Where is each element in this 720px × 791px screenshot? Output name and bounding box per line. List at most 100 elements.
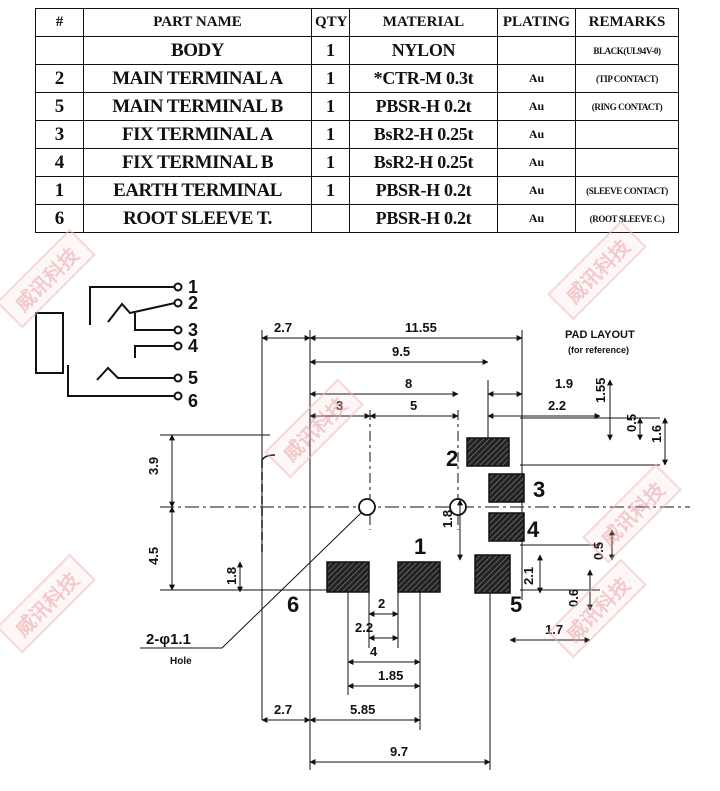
ring-contact-line: [96, 366, 175, 381]
pad-2: [466, 437, 510, 467]
dimension-lines: [169, 335, 668, 765]
row-plating: Au: [497, 204, 576, 233]
pin-label: 6: [188, 391, 198, 411]
hole-label: 2-φ1.1: [146, 631, 191, 648]
dim-1-8-mid: 1.8: [440, 510, 455, 528]
row-material: *CTR-M 0.3t: [349, 64, 498, 93]
dim-4: 4: [370, 644, 378, 659]
dim-9-5: 9.5: [392, 344, 410, 359]
dim-2-1: 2.1: [521, 567, 536, 585]
dim-2-7-top: 2.7: [274, 320, 292, 335]
dim-1-8-left: 1.8: [224, 567, 239, 585]
hole-sub-label: Hole: [170, 656, 192, 667]
row-material: PBSR-H 0.2t: [349, 92, 498, 121]
jack-body-symbol: [35, 312, 64, 374]
row-material: PBSR-H 0.2t: [349, 204, 498, 233]
pin-6-terminal: [173, 391, 183, 401]
parts-table: # PART NAME QTY MATERIAL PLATING REMARKS…: [35, 8, 679, 233]
row-remarks: BLACK(UL94V-0): [575, 36, 679, 65]
tip-switch-line: [134, 313, 175, 331]
dim-0-6: 0.6: [566, 589, 581, 607]
dim-5-85: 5.85: [350, 702, 375, 717]
pin-label: 3: [188, 320, 198, 340]
row-qty: 1: [311, 120, 350, 149]
dim-2-2-bot: 2.2: [355, 620, 373, 635]
dim-3: 3: [336, 398, 343, 413]
root-sleeve-line: [67, 365, 175, 397]
pin-2-terminal: [173, 298, 183, 308]
dim-1-7: 1.7: [545, 622, 563, 637]
pin-label: 4: [188, 336, 198, 356]
dim-0-5-top: 0.5: [624, 414, 639, 432]
pad-layout-title: PAD LAYOUT: [565, 329, 635, 341]
row-remarks: [575, 120, 679, 149]
row-plating: Au: [497, 148, 576, 177]
sleeve-contact-line: [89, 286, 175, 325]
pin-4-terminal: [173, 341, 183, 351]
row-number: [35, 36, 84, 65]
dim-2-2-top: 2.2: [548, 398, 566, 413]
hole-leader-line: [221, 511, 363, 649]
dim-9-7: 9.7: [390, 744, 408, 759]
dim-4-5: 4.5: [146, 547, 161, 565]
pad-layout: [140, 330, 690, 770]
table-row: 6 ROOT SLEEVE T. PBSR-H 0.2t Au (ROOT SL…: [35, 204, 679, 233]
row-qty: 1: [311, 64, 350, 93]
row-remarks: [575, 148, 679, 177]
dim-2-7-bot: 2.7: [274, 702, 292, 717]
pin-5-terminal: [173, 373, 183, 383]
pad-number-labels: 2 3 4 1 6 5: [287, 446, 545, 617]
dim-1-6: 1.6: [649, 425, 664, 443]
schematic-pin-labels: 1 2 3 4 5 6: [188, 277, 198, 411]
pad-layout-subtitle: (for reference): [568, 345, 629, 355]
row-number: 1: [35, 176, 84, 205]
pad-5: [474, 554, 511, 594]
pad-number: 5: [510, 592, 522, 617]
pin-label: 5: [188, 368, 198, 388]
pad-3: [488, 473, 525, 503]
row-part-name: BODY: [83, 36, 312, 65]
ring-switch-line: [134, 345, 175, 358]
pad-number: 4: [527, 517, 540, 542]
jack-schematic: [35, 282, 183, 401]
row-qty: 1: [311, 176, 350, 205]
pad-6: [326, 561, 370, 593]
row-qty: 1: [311, 148, 350, 177]
mounting-hole: [358, 498, 376, 516]
table-row: 5 MAIN TERMINAL B 1 PBSR-H 0.2t Au (RING…: [35, 92, 679, 121]
pad-number: 6: [287, 592, 299, 617]
dim-1-55: 1.55: [593, 378, 608, 403]
pin-1-terminal: [173, 282, 183, 292]
body-corner: [261, 454, 276, 461]
header-number: #: [35, 8, 84, 37]
pad-4: [488, 512, 525, 542]
row-part-name: MAIN TERMINAL B: [83, 92, 312, 121]
pad-number: 1: [414, 534, 426, 559]
tip-contact-line: [107, 302, 176, 323]
header-plating: PLATING: [497, 8, 576, 37]
row-part-name: ROOT SLEEVE T.: [83, 204, 312, 233]
table-row: 4 FIX TERMINAL B 1 BsR2-H 0.25t Au: [35, 148, 679, 177]
dim-5: 5: [410, 398, 417, 413]
dimension-values: 2.7 11.55 9.5 8 3 5 1.9 2.2 1.55 0.5 1.6…: [146, 320, 664, 759]
pad-number: 3: [533, 477, 545, 502]
row-remarks: (TIP CONTACT): [575, 64, 679, 93]
table-row: 3 FIX TERMINAL A 1 BsR2-H 0.25t Au: [35, 120, 679, 149]
dim-8: 8: [405, 376, 412, 391]
row-plating: Au: [497, 120, 576, 149]
row-qty: [311, 204, 350, 233]
dim-11-55: 11.55: [405, 320, 437, 335]
dim-3-9: 3.9: [146, 457, 161, 475]
pad-number: 2: [446, 446, 458, 471]
pin-3-terminal: [173, 325, 183, 335]
pad-1: [397, 561, 441, 593]
dim-1-85: 1.85: [378, 668, 403, 683]
dim-0-5-right: 0.5: [591, 542, 606, 560]
dim-1-9: 1.9: [555, 376, 573, 391]
row-material: PBSR-H 0.2t: [349, 176, 498, 205]
row-remarks: (SLEEVE CONTACT): [575, 176, 679, 205]
row-part-name: FIX TERMINAL B: [83, 148, 312, 177]
row-remarks: (ROOT SLEEVE C.): [575, 204, 679, 233]
pin-label: 1: [188, 277, 198, 297]
